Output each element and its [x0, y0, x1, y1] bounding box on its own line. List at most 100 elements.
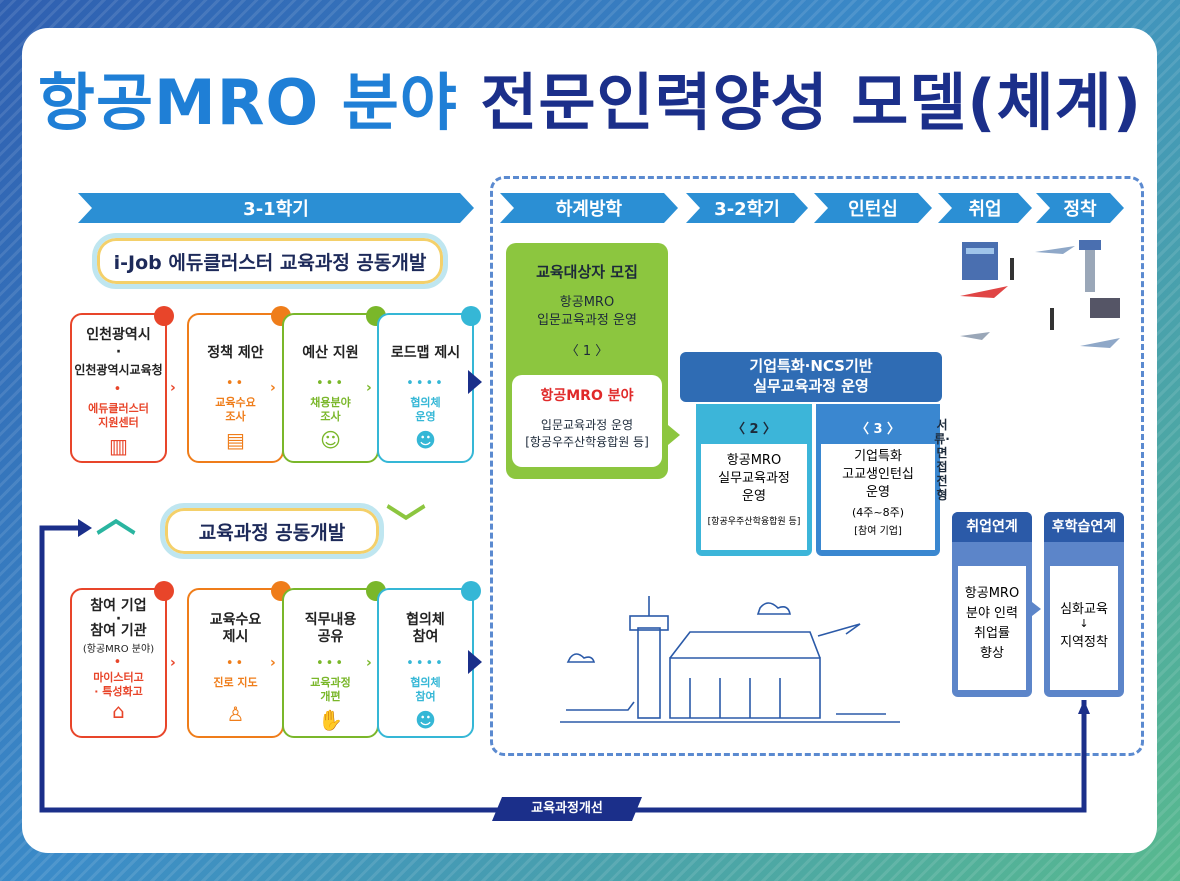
triangle-up-icon — [1078, 700, 1090, 714]
document-icon: ▤ — [226, 428, 245, 452]
box-heading-3: (항공MRO 분야) — [82, 644, 155, 655]
box-council: 협의체 참여 •••• 협의체 참여 ☻ — [377, 581, 481, 738]
triangle-right-icon — [668, 425, 680, 445]
tower-cab — [1079, 240, 1101, 250]
course3-small: [참여 기업] — [854, 526, 902, 537]
box-dots: ••• — [315, 376, 345, 391]
settle-box: 후학습연계 심화교육 ↓ 지역정착 — [1044, 512, 1124, 697]
box-dot — [461, 306, 481, 326]
box-heading: 참여 기업 — [90, 598, 147, 614]
title-part2: 전문인력양성 모델(체계) — [480, 66, 1143, 139]
chevron-right-icon: › — [170, 655, 176, 671]
box-heading: 정책 제안 — [207, 345, 264, 361]
course2-inner: 항공MRO 실무교육과정 운영 [항공우주산학융합원 등] — [701, 444, 807, 550]
course3-box: 〈 3 〉 기업특화 고교생인턴십 운영 (4주~8주) [참여 기업] — [816, 404, 940, 556]
group-icon: ☻ — [415, 708, 436, 732]
box-sub: 교육과정 개편 — [310, 676, 351, 703]
hangar — [669, 657, 821, 719]
box-dots: • — [113, 382, 124, 397]
course3-inner: 기업특화 고교생인턴십 운영 (4주~8주) [참여 기업] — [821, 444, 935, 550]
box-heading: 협의체 참여 — [406, 612, 445, 645]
phase-band-6: 정착 — [1036, 193, 1124, 223]
box-sub: 마이스터고 · 특성화고 — [93, 671, 144, 698]
box-dots: •• — [225, 656, 246, 671]
box-heading: 직무내용 공유 — [304, 612, 357, 645]
employ-box: 취업연계 항공MRO 분야 인력 취업률 향상 — [952, 512, 1032, 697]
box-heading: 예산 지원 — [302, 345, 359, 361]
box-heading-2: 인천광역시교육청 — [74, 363, 163, 377]
box-budget: 예산 지원 ••• 채용분야 조사 ☺ — [282, 306, 386, 463]
triangle-right-icon — [78, 519, 92, 537]
chevron-down-icon: ﹀ — [386, 502, 426, 548]
box-heading-2: 참여 기관 — [90, 623, 147, 639]
airplane-icon — [960, 286, 1008, 298]
terminal-window — [966, 248, 994, 254]
box-sub: 채용분야 조사 — [310, 396, 351, 423]
box-dots: •••• — [406, 656, 445, 671]
handshake-icon: ✋ — [318, 708, 343, 732]
ncs-header: 기업특화·NCS기반 실무교육과정 운영 — [680, 352, 942, 402]
phase-band-5: 취업 — [938, 193, 1032, 223]
box-heading-mid: · — [115, 611, 122, 627]
arrow-down-icon: ↓ — [1079, 617, 1089, 630]
box-heading: 인천광역시 — [86, 327, 151, 343]
recruit-line: 항공MRO 입문교육과정 운영 — [537, 295, 637, 328]
settle-body: 심화교육 ↓ 지역정착 — [1050, 566, 1118, 690]
box-dots: •••• — [406, 376, 445, 391]
box-policy: 정책 제안 •• 교육수요 조사 ▤ — [187, 306, 291, 463]
control-tower — [1085, 246, 1095, 292]
recruit-inner-box: 항공MRO 분야 입문교육과정 운영 [항공우주산학융합원 등] — [512, 375, 662, 467]
course2-num: 〈 2 〉 — [731, 422, 777, 437]
page-title: 항공MRO 분야 전문인력양성 모델(체계) — [0, 52, 1180, 142]
recruit-inner-desc: 입문교육과정 운영 [항공우주산학융합원 등] — [525, 418, 649, 449]
course3-num: 〈 3 〉 — [855, 422, 901, 437]
workstation-icon — [1090, 298, 1120, 318]
triangle-right-icon — [468, 370, 482, 394]
chevron-up-icon: ︿ — [96, 495, 136, 541]
tower-body — [637, 627, 661, 719]
cloud-icon — [756, 602, 791, 615]
title-part1: 항공MRO 분야 — [37, 66, 458, 139]
airplane-icon — [1080, 338, 1120, 348]
chevron-right-icon: › — [170, 380, 176, 396]
feedback-line — [39, 525, 1087, 813]
settle-body1: 심화교육 — [1060, 602, 1108, 617]
box-sub: 진로 지도 — [213, 676, 258, 689]
hangar-roof — [669, 631, 821, 659]
employ-body: 항공MRO 분야 인력 취업률 향상 — [958, 566, 1026, 690]
box-incheon: 인천광역시 · 인천광역시교육청 • 에듀클러스터 지원센터 ▥ — [70, 306, 174, 463]
course2-desc: 항공MRO 실무교육과정 운영 — [718, 453, 790, 504]
group-icon: ☻ — [415, 428, 436, 452]
chevron-right-icon: › — [366, 655, 372, 671]
box-dots: •• — [225, 376, 246, 391]
box-roadmap: 로드맵 제시 •••• 협의체 운영 ☻ — [377, 306, 481, 463]
pill-curriculum: 교육과정 공동개발 — [160, 503, 384, 559]
phase-band-1: 3-1학기 — [78, 193, 474, 223]
box-sub: 협의체 참여 — [410, 676, 441, 703]
settle-body2: 지역정착 — [1060, 635, 1108, 650]
course3-desc: 기업특화 고교생인턴십 운영 — [842, 449, 914, 500]
box-dots: • — [113, 655, 124, 670]
chevron-right-icon: › — [270, 380, 276, 396]
people-icon: ☺ — [320, 428, 341, 452]
box-heading: 로드맵 제시 — [390, 345, 461, 361]
chevron-right-icon: › — [366, 380, 372, 396]
box-heading-mid: · — [115, 344, 122, 360]
box-dot — [154, 306, 174, 326]
person-icon — [1050, 308, 1054, 330]
phase-band-3: 3-2학기 — [686, 193, 808, 223]
airplane-icon — [1035, 246, 1075, 254]
airport-scene-illustration — [960, 240, 1120, 348]
recruit-title: 교육대상자 모집 — [536, 263, 638, 281]
dashed-region — [490, 176, 1144, 756]
box-companies: 참여 기업 · 참여 기관 (항공MRO 분야) • 마이스터고 · 특성화고 … — [70, 581, 174, 738]
recruit-box: 교육대상자 모집 항공MRO 입문교육과정 운영 〈 1 〉 항공MRO 분야 … — [506, 243, 668, 479]
course2-small: [항공우주산학융합원 등] — [707, 517, 801, 527]
feedback-label: 교육과정개선 — [492, 797, 642, 821]
airplane-icon — [960, 332, 990, 340]
pill-edu-cluster: i-Job 에듀클러스터 교육과정 공동개발 — [92, 233, 448, 289]
person-icon — [1010, 258, 1014, 280]
box-sub: 협의체 운영 — [410, 396, 441, 423]
box-sub: 교육수요 조사 — [215, 396, 256, 423]
